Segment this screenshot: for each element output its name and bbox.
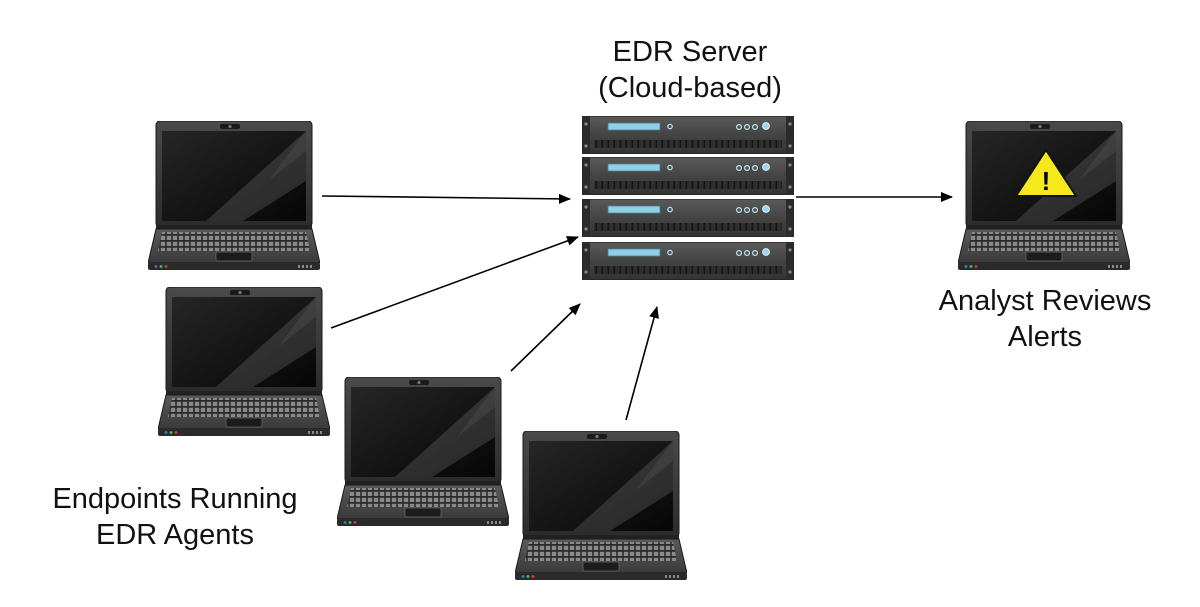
warning-triangle-icon: ! — [1015, 149, 1077, 197]
arrow-endpoint1-to-server — [321, 193, 571, 204]
endpoints-caption-line1: Endpoints Running — [52, 483, 298, 515]
warning-symbol: ! — [1042, 166, 1051, 196]
endpoint-laptop-icon-2 — [158, 287, 330, 437]
endpoint-laptop-icon-3 — [337, 377, 509, 527]
analyst-caption: Analyst Reviews Alerts — [905, 283, 1185, 355]
endpoints-caption: Endpoints Running EDR Agents — [20, 481, 330, 553]
arrow-endpoint3-to-server — [510, 303, 581, 372]
endpoint-laptop-icon-1 — [148, 121, 320, 271]
server-unit-3 — [582, 199, 794, 237]
arrow-endpoint4-to-server — [625, 306, 659, 421]
arrow-endpoint2-to-server — [330, 236, 579, 329]
endpoints-caption-line2: EDR Agents — [96, 519, 254, 551]
analyst-caption-line1: Analyst Reviews — [938, 285, 1152, 317]
analyst-caption-line2: Alerts — [1007, 321, 1083, 353]
server-unit-1 — [582, 116, 794, 154]
server-unit-2 — [582, 157, 794, 195]
server-unit-4 — [582, 242, 794, 280]
server-title: EDR Server (Cloud-based) — [560, 34, 820, 106]
server-rack-icon — [582, 116, 794, 280]
server-title-line2: (Cloud-based) — [598, 72, 782, 104]
endpoint-laptop-icon-4 — [515, 431, 687, 581]
server-title-line1: EDR Server — [612, 36, 768, 68]
